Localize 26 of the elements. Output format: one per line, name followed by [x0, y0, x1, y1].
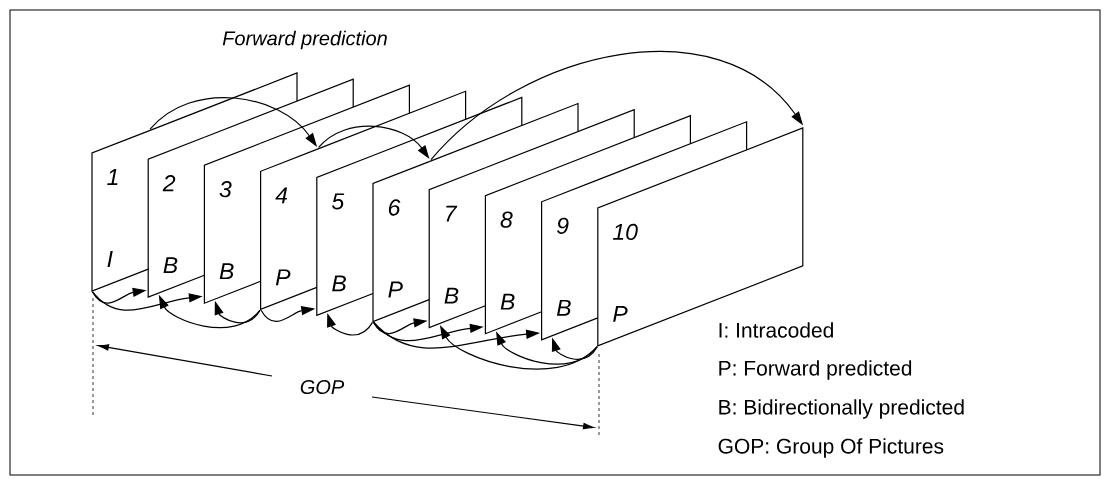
key-text: I: Intracoded — [719, 322, 833, 338]
frame-number: 5 — [331, 193, 345, 210]
frame-type-letter: B — [444, 287, 459, 304]
frame-type-letter: B — [556, 299, 571, 316]
frame-type-letter: B — [500, 293, 515, 310]
frame-number: 3 — [219, 181, 232, 198]
frame-type-letter: P — [275, 269, 291, 286]
key-text: P: Forward predicted — [719, 360, 912, 380]
frame-type-letter: B — [219, 263, 234, 280]
frame-number: 2 — [162, 175, 176, 192]
frame-number: 7 — [446, 205, 458, 222]
frame-number: 8 — [500, 211, 513, 228]
frame-type-letter: P — [388, 281, 403, 298]
key-text: GOP: Group Of Pictures — [718, 438, 944, 458]
frame-number: 9 — [557, 217, 569, 234]
frame-number: 6 — [388, 199, 401, 216]
dimension-label: GOP — [300, 379, 345, 395]
frame-type-letter: I — [107, 251, 113, 267]
frame-type-letter: P — [613, 306, 628, 322]
frame-type-letter: B — [332, 275, 346, 292]
frame-number: 4 — [275, 187, 288, 204]
key-text: B: Bidirectionally predicted — [719, 399, 964, 419]
frame-number: 10 — [613, 223, 638, 241]
caption-text: Forward prediction — [222, 30, 387, 50]
frame-number: 1 — [107, 169, 118, 185]
frame-type-letter: B — [163, 257, 178, 273]
